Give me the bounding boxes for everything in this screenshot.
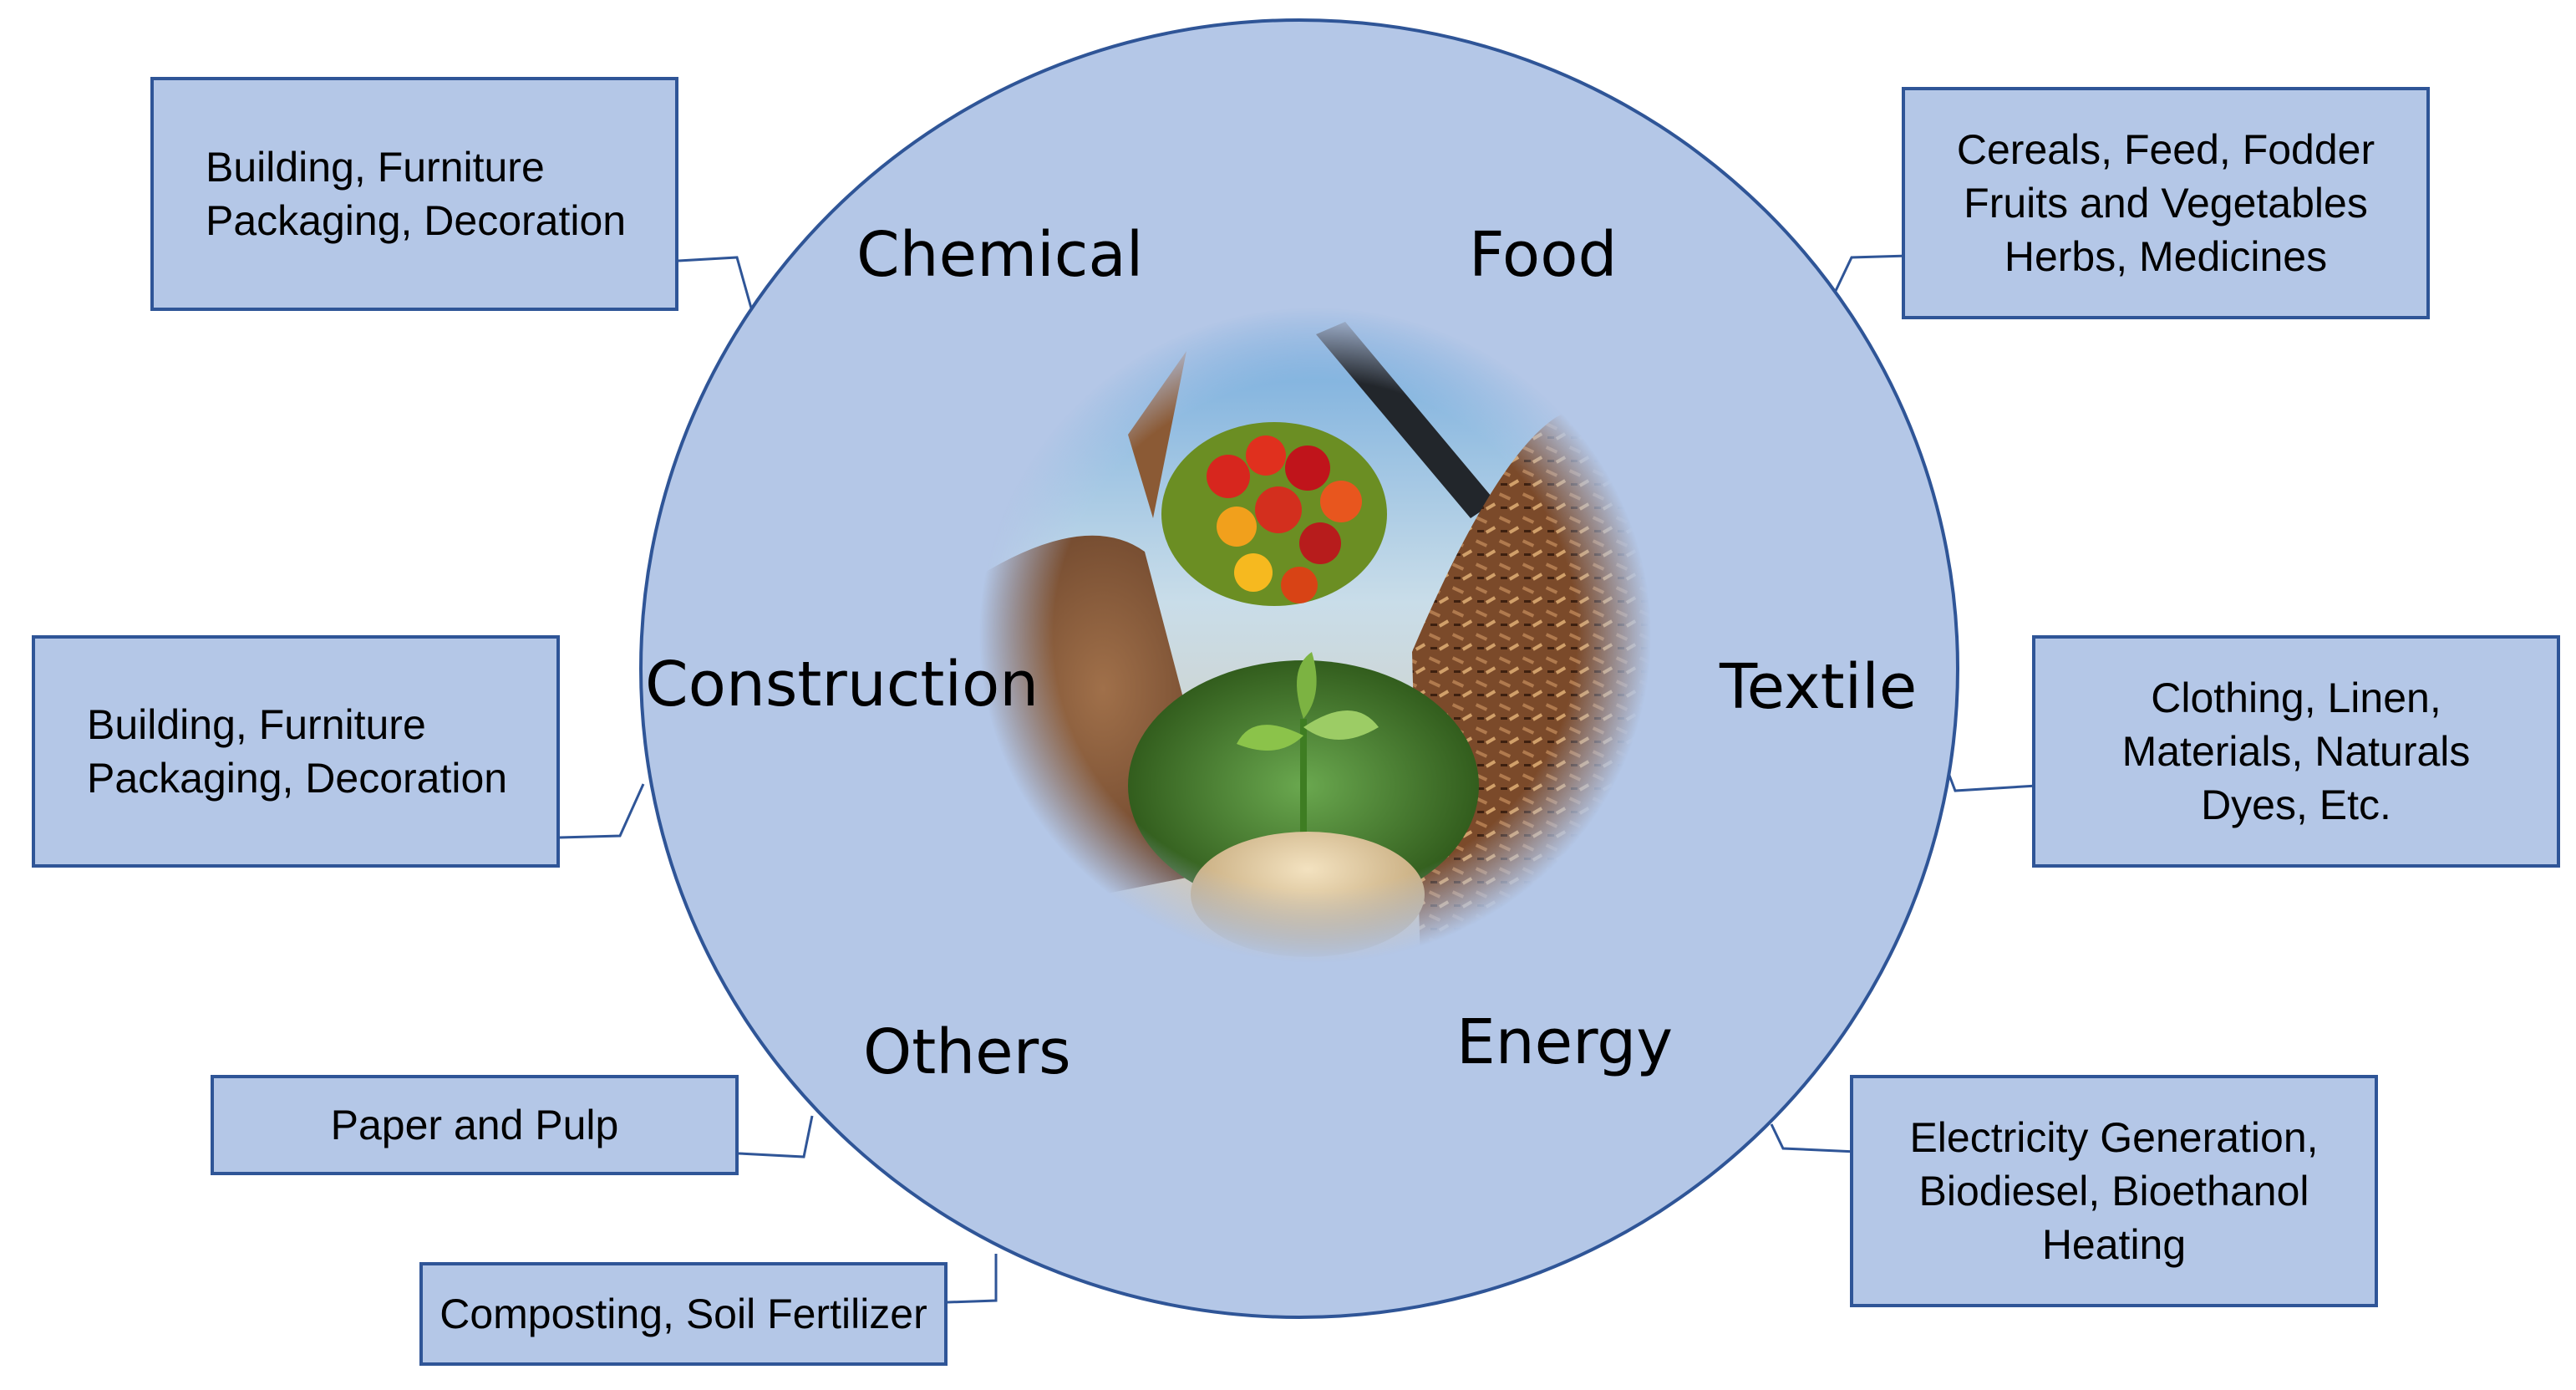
center-photo: [978, 305, 1654, 965]
box-energy-line-1: Electricity Generation,: [1909, 1114, 2319, 1161]
box-others-compost-line-1: Composting, Soil Fertilizer: [439, 1291, 927, 1337]
connector-energy: [1770, 1123, 1857, 1153]
connector-chemical: [678, 256, 754, 312]
box-food: Cereals, Feed, Fodder Fruits and Vegetab…: [1902, 87, 2430, 319]
box-textile: Clothing, Linen, Materials, Naturals Dye…: [2032, 635, 2560, 868]
box-others-paper-line-1: Paper and Pulp: [330, 1102, 619, 1148]
box-others-paper: Paper and Pulp: [211, 1075, 739, 1175]
connector-construction: [559, 783, 645, 839]
box-textile-line-2: Materials, Naturals: [2121, 728, 2471, 775]
sector-label-energy: Energy: [1456, 1006, 1674, 1078]
box-others-compost: Composting, Soil Fertilizer: [419, 1262, 948, 1366]
connector-paper: [738, 1115, 814, 1158]
box-food-line-3: Herbs, Medicines: [2004, 233, 2328, 280]
box-construction-line-1: Building, Furniture: [87, 701, 426, 748]
connector-textile: [1947, 772, 2038, 792]
sector-label-construction: Construction: [645, 649, 1039, 720]
box-construction: Building, Furniture Packaging, Decoratio…: [32, 635, 560, 868]
box-chemical-line-1: Building, Furniture: [206, 144, 545, 191]
sector-label-textile: Textile: [1720, 651, 1918, 723]
sector-label-others: Others: [863, 1016, 1071, 1088]
box-textile-line-3: Dyes, Etc.: [2201, 782, 2391, 828]
box-construction-line-2: Packaging, Decoration: [87, 755, 508, 802]
connector-compost: [947, 1254, 998, 1304]
connector-food: [1833, 254, 1909, 293]
box-energy-line-3: Heating: [2041, 1221, 2187, 1268]
box-food-line-2: Fruits and Vegetables: [1964, 180, 2368, 227]
connectors: [559, 254, 2038, 1304]
box-textile-line-1: Clothing, Linen,: [2151, 675, 2441, 721]
sector-label-food: Food: [1469, 219, 1618, 291]
box-food-line-1: Cereals, Feed, Fodder: [1956, 126, 2375, 173]
box-energy: Electricity Generation, Biodiesel, Bioet…: [1850, 1075, 2378, 1307]
box-chemical-line-2: Packaging, Decoration: [206, 197, 627, 244]
box-chemical: Building, Furniture Packaging, Decoratio…: [150, 77, 678, 311]
box-energy-line-2: Biodiesel, Bioethanol: [1918, 1168, 2309, 1214]
sector-label-chemical: Chemical: [856, 219, 1144, 291]
